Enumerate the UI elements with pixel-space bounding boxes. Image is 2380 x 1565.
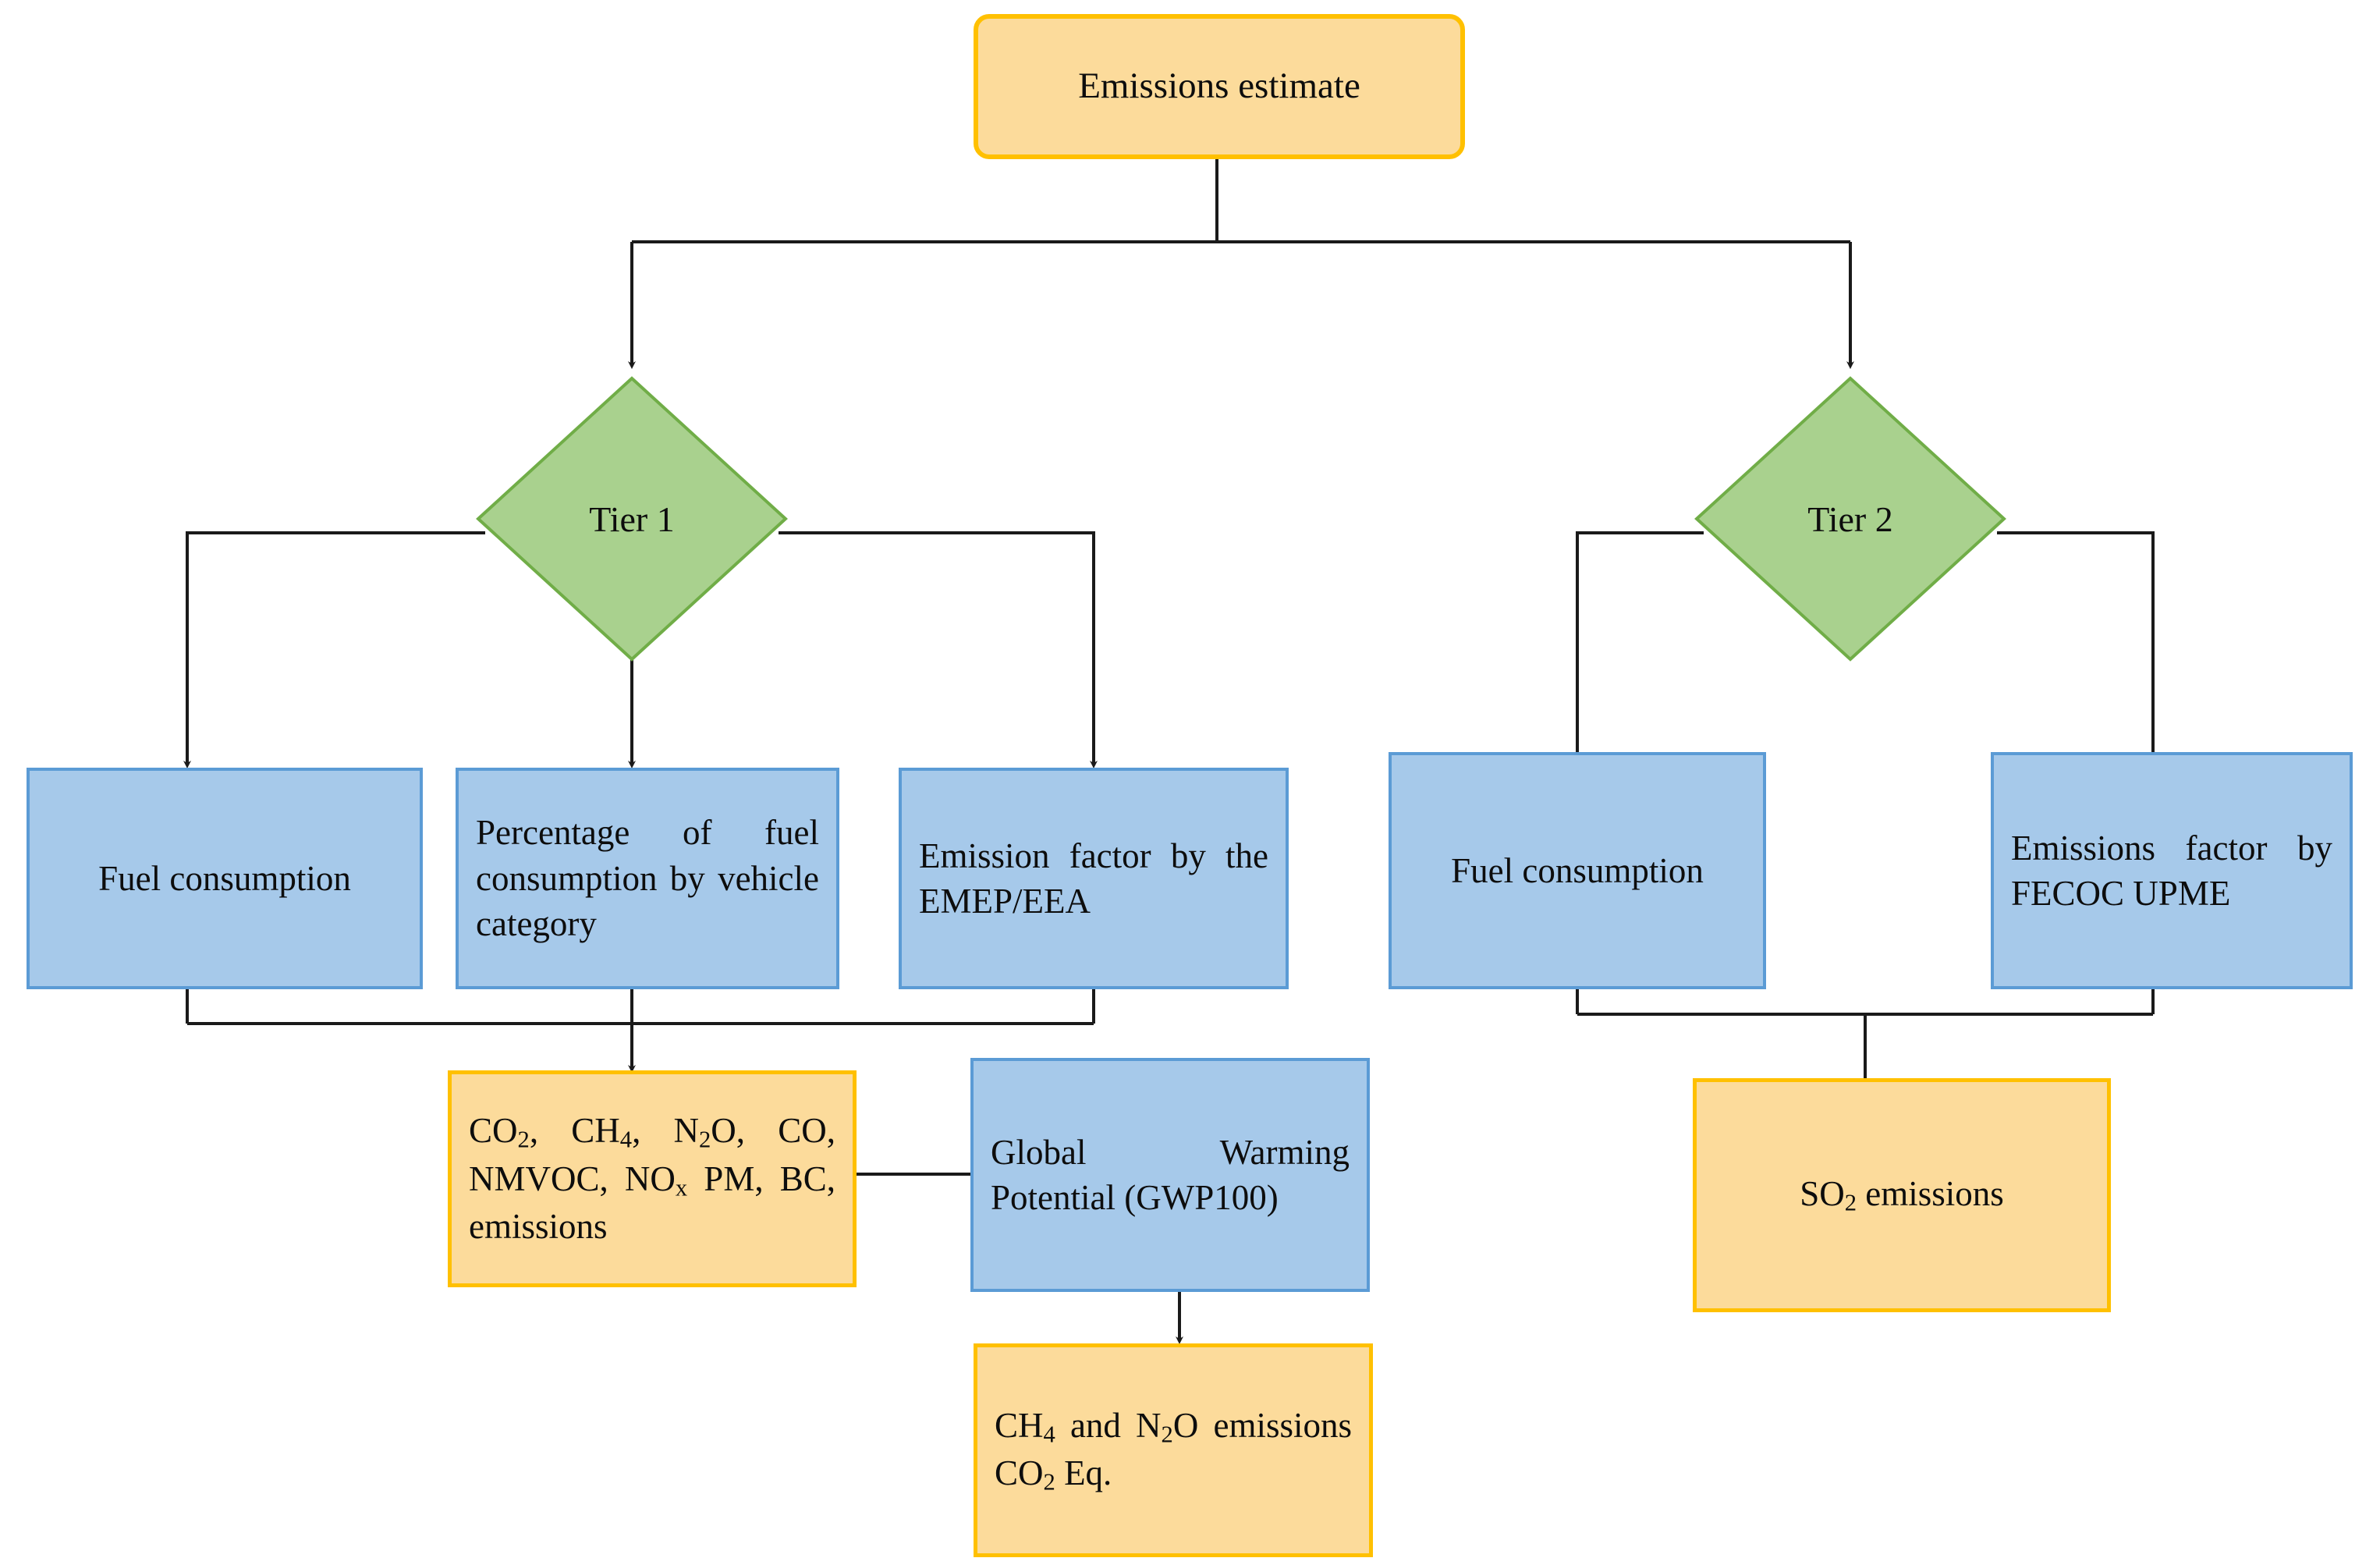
node-so2-emissions[interactable]: SO2 emissions [1693,1078,2111,1312]
node-tier1-pollutant-emissions[interactable]: CO2, CH4, N2O, CO, NMVOC, NOx PM, BC, em… [448,1070,857,1287]
node-tier1-emission-factor[interactable]: Emission factor by the EMEP/EEA [899,768,1289,989]
node-tier2-emissions-factor-label: Emissions factor by FECOC UPME [2011,828,2332,914]
node-tier-1-label: Tier 1 [589,499,675,539]
tier-2-diamond-shape [1694,376,2006,662]
node-emissions-estimate-label: Emissions estimate [1078,66,1360,107]
node-tier1-percentage-fuel[interactable]: Percentage of fuel consumption by vehicl… [456,768,839,989]
node-tier1-percentage-fuel-label: Percentage of fuel consumption by vehicl… [476,813,819,944]
edge-tier2-to-fuel [1573,531,1704,768]
edge-tier1-to-ef [779,531,1098,768]
node-global-warming-potential[interactable]: Global Warming Potential (GWP100) [970,1058,1370,1292]
node-tier2-fuel-consumption[interactable]: Fuel consumption [1389,752,1766,989]
node-ch4-n2o-co2eq-label: CH4 and N2O emissions CO2 Eq. [995,1405,1352,1496]
node-so2-emissions-label: SO2 emissions [1800,1174,2004,1216]
node-tier1-fuel-consumption-label: Fuel consumption [98,858,351,898]
tier-1-diamond-shape [476,376,788,662]
node-tier2-emissions-factor[interactable]: Emissions factor by FECOC UPME [1991,752,2353,989]
node-tier1-fuel-consumption[interactable]: Fuel consumption [27,768,423,989]
node-tier-2[interactable]: Tier 2 [1694,376,2006,662]
node-ch4-n2o-co2eq[interactable]: CH4 and N2O emissions CO2 Eq. [974,1343,1373,1557]
edge-tier2-to-ef [1997,531,2157,768]
node-tier1-pollutant-emissions-label: CO2, CH4, N2O, CO, NMVOC, NOx PM, BC, em… [469,1111,835,1247]
node-emissions-estimate[interactable]: Emissions estimate [974,14,1465,159]
node-global-warming-potential-label: Global Warming Potential (GWP100) [991,1132,1350,1218]
node-tier-1[interactable]: Tier 1 [476,376,788,662]
edge-tier1-to-fuel [183,531,485,768]
node-tier1-emission-factor-label: Emission factor by the EMEP/EEA [919,836,1268,921]
node-tier-2-label: Tier 2 [1807,499,1893,539]
node-tier2-fuel-consumption-label: Fuel consumption [1451,850,1704,890]
